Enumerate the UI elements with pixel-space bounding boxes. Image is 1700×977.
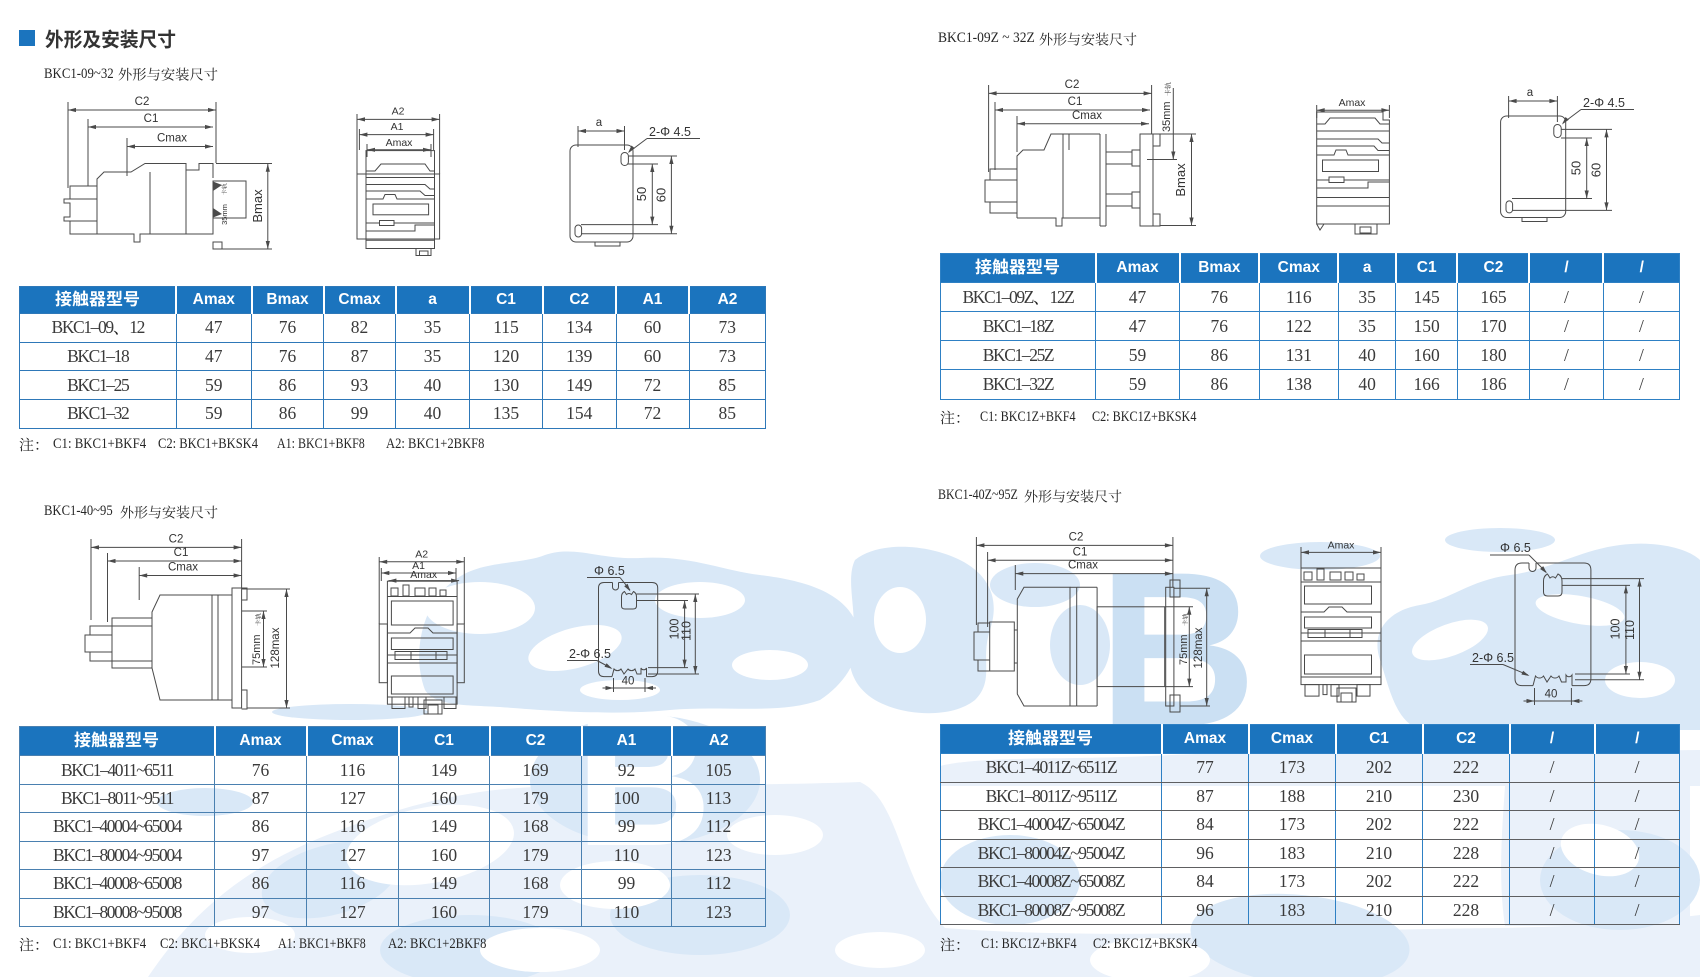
svg-text:100: 100 xyxy=(1609,619,1623,640)
svg-text:50: 50 xyxy=(634,187,649,201)
svg-text:Cmax: Cmax xyxy=(1068,560,1098,572)
svg-text:Amax: Amax xyxy=(386,137,414,149)
svg-text:2-Φ 6.5: 2-Φ 6.5 xyxy=(1472,651,1514,665)
svg-text:50: 50 xyxy=(1569,161,1584,175)
svg-text:2-Φ 4.5: 2-Φ 4.5 xyxy=(1583,96,1625,110)
svg-text:C2: C2 xyxy=(169,533,184,545)
svg-text:110: 110 xyxy=(680,621,694,641)
svg-text:100: 100 xyxy=(668,619,682,640)
svg-text:2-Φ 6.5: 2-Φ 6.5 xyxy=(569,647,611,661)
svg-text:a: a xyxy=(1527,87,1534,99)
svg-text:75mm: 75mm xyxy=(1178,634,1190,665)
svg-text:Cmax: Cmax xyxy=(168,562,198,574)
svg-text:Φ 6.5: Φ 6.5 xyxy=(594,564,625,578)
svg-text:Φ 6.5: Φ 6.5 xyxy=(1500,541,1531,555)
svg-text:75mm: 75mm xyxy=(251,634,263,665)
svg-text:Amax: Amax xyxy=(410,569,438,581)
svg-text:C1: C1 xyxy=(1073,546,1088,558)
svg-text:Cmax: Cmax xyxy=(1072,110,1102,122)
svg-text:C2: C2 xyxy=(1065,79,1080,91)
svg-text:110: 110 xyxy=(1623,620,1637,640)
svg-text:40: 40 xyxy=(1545,689,1558,701)
svg-text:C1: C1 xyxy=(144,113,159,125)
svg-text:C2: C2 xyxy=(135,96,150,108)
svg-text:35mm: 35mm xyxy=(220,204,229,225)
svg-text:Bmax: Bmax xyxy=(1173,163,1188,197)
svg-text:60: 60 xyxy=(654,188,669,202)
svg-text:C2: C2 xyxy=(1069,531,1084,543)
svg-text:A2: A2 xyxy=(392,106,405,118)
svg-text:C1: C1 xyxy=(1068,96,1083,108)
svg-text:C1: C1 xyxy=(174,547,189,559)
svg-text:60: 60 xyxy=(1589,163,1604,177)
svg-text:A1: A1 xyxy=(391,121,404,133)
svg-text:128max: 128max xyxy=(1193,627,1205,668)
svg-text:Cmax: Cmax xyxy=(157,133,187,145)
svg-text:Amax: Amax xyxy=(1328,540,1356,552)
svg-text:Bmax: Bmax xyxy=(250,189,265,223)
svg-text:2-Φ 4.5: 2-Φ 4.5 xyxy=(649,125,691,139)
svg-text:128max: 128max xyxy=(270,627,282,668)
svg-text:35mm: 35mm xyxy=(1161,101,1173,132)
svg-text:A2: A2 xyxy=(415,549,428,561)
svg-text:Amax: Amax xyxy=(1339,97,1367,109)
svg-text:a: a xyxy=(596,117,603,129)
svg-text:40: 40 xyxy=(622,676,635,688)
svg-text:A1: A1 xyxy=(412,560,425,572)
